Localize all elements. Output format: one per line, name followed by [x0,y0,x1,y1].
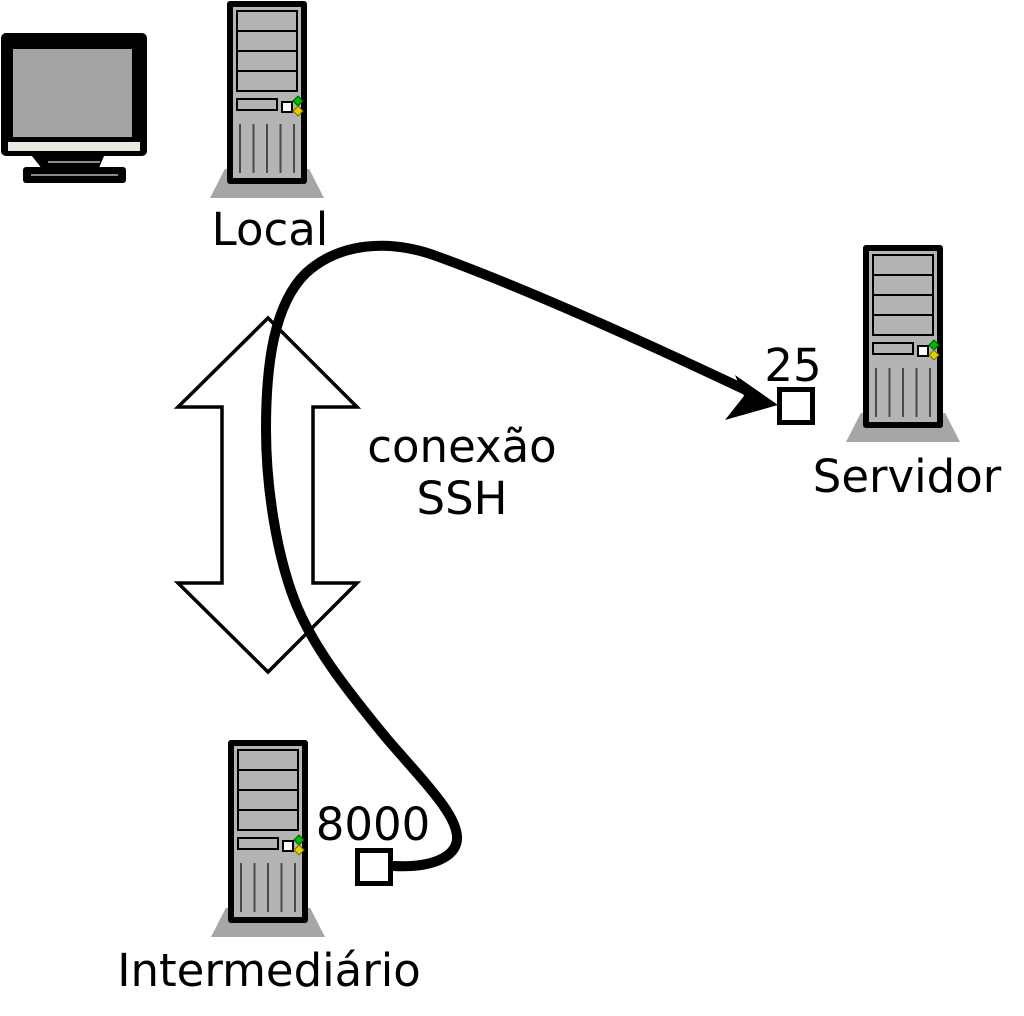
drive-bay [872,294,934,316]
ssh-connection-label: conexão SSH [367,421,556,525]
drive-bay [236,10,298,32]
servidor-label: Servidor [812,450,1002,503]
monitor-screen [13,49,132,137]
drive-bay [236,70,298,92]
monitor-icon [1,33,147,183]
ssh-connection-label-line1: conexão [367,420,557,473]
tower-vents [239,124,296,173]
tower-vents [875,368,932,417]
drive-bay [872,274,934,296]
drive-bay [872,254,934,276]
floppy-slot [237,837,279,850]
port-8000-label: 8000 [315,798,431,851]
drive-bay [237,809,299,831]
floppy-slot [236,98,278,111]
tower-body [863,245,943,428]
intermediario-label: Intermediário [117,944,421,997]
drive-bay [236,30,298,52]
tower-body [228,740,308,923]
yellow-led-icon [292,105,304,117]
power-button [282,840,294,852]
drive-bay [237,769,299,791]
port-25-box [777,387,815,425]
port-8000-box [355,848,393,886]
local-computer-icon [210,1,324,198]
drive-bay [236,50,298,72]
power-button [281,101,293,113]
yellow-led-icon [928,349,940,361]
yellow-led-icon [293,844,305,856]
local-label: Local [211,203,329,256]
tower-body [227,1,307,184]
intermediary-computer-icon [211,740,325,937]
monitor-neck-line [48,161,100,163]
port-25-label: 25 [764,339,822,392]
power-button [917,345,929,357]
tunnel-curve [260,240,755,872]
monitor-base-line [31,174,118,176]
server-computer-icon [846,245,960,442]
floppy-slot [872,342,914,355]
monitor-bottom-strip [8,142,140,151]
tunnel-arrowhead-icon [725,375,778,420]
drive-bay [237,749,299,771]
ssh-connection-label-line2: SSH [416,472,508,525]
drive-bay [872,314,934,336]
drive-bay [237,789,299,811]
tower-vents [240,863,297,912]
